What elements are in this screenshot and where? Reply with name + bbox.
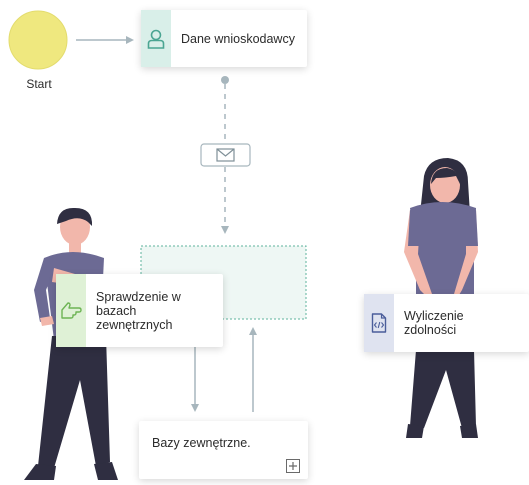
woman-illustration — [404, 158, 478, 438]
applicant-data-strip — [141, 10, 171, 67]
user-icon — [147, 29, 165, 49]
capacity-calc-strip — [364, 294, 394, 352]
capacity-calc-task[interactable]: Wyliczenie zdolności — [364, 294, 529, 352]
code-file-icon — [371, 313, 387, 333]
applicant-data-task[interactable]: Dane wnioskodawcy — [141, 10, 307, 67]
hand-pointing-icon — [61, 301, 82, 319]
start-event-label: Start — [26, 77, 52, 91]
db-check-strip — [56, 274, 86, 347]
external-dbs-task[interactable]: Bazy zewnętrzne. — [139, 421, 308, 479]
capacity-calc-label: Wyliczenie zdolności — [404, 309, 464, 337]
db-check-task[interactable]: Sprawdzenie w bazach zewnętrznych — [56, 274, 223, 347]
envelope-icon — [200, 143, 251, 167]
applicant-data-label: Dane wnioskodawcy — [181, 31, 295, 46]
external-dbs-label: Bazy zewnętrzne. — [152, 436, 251, 450]
expand-plus-icon[interactable] — [286, 459, 300, 473]
db-check-label: Sprawdzenie w bazach zewnętrznych — [96, 289, 181, 332]
message-flow-start-dot — [221, 76, 229, 84]
start-event-circle[interactable] — [8, 10, 68, 70]
